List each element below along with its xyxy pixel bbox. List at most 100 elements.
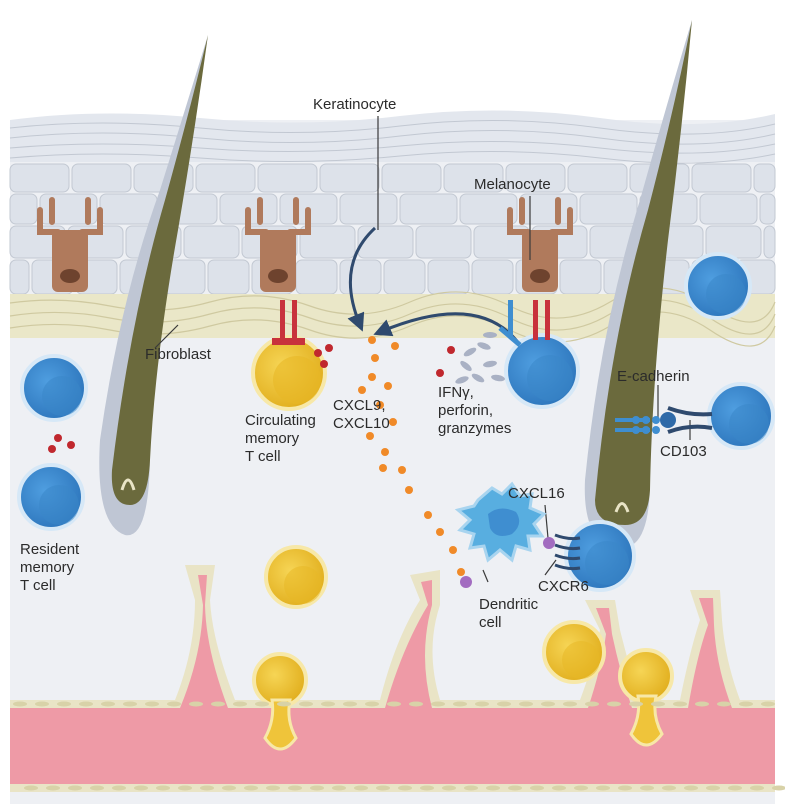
keratinocyte-cell	[257, 163, 318, 193]
endothelial-cell	[24, 785, 38, 791]
endothelial-cell	[618, 785, 632, 791]
endothelial-cell	[365, 701, 379, 707]
endothelial-cell	[431, 701, 445, 707]
keratinocyte-cell	[295, 259, 338, 295]
endothelial-cell	[706, 785, 720, 791]
label-cxcr6: CXCR6	[538, 578, 589, 595]
endothelial-cell	[211, 701, 225, 707]
endothelial-cell	[277, 701, 291, 707]
chemokine-dot	[449, 546, 457, 554]
endothelial-cell	[233, 701, 247, 707]
cytotoxic-granule	[455, 376, 469, 384]
keratinocyte-cell	[763, 225, 776, 259]
chemokine-dot	[381, 448, 389, 456]
endothelial-cell	[519, 701, 533, 707]
endothelial-cell	[640, 785, 654, 791]
endothelial-cell	[156, 785, 170, 791]
keratinocyte-cell	[99, 193, 158, 225]
cytotoxic-granule	[483, 332, 497, 338]
endothelial-cell	[530, 785, 544, 791]
label-melanocyte: Melanocyte	[474, 176, 551, 193]
endothelial-cell	[673, 701, 687, 707]
endothelial-cell	[90, 785, 104, 791]
keratinocyte-cell	[9, 259, 30, 295]
cytokine-dot	[67, 441, 75, 449]
extravasating-cell-right	[618, 648, 674, 747]
endothelial-cell	[167, 701, 181, 707]
label-e-cadherin: E-cadherin	[617, 368, 690, 385]
keratinocyte-cell	[207, 259, 250, 295]
label-leader-lines	[154, 116, 691, 583]
chemokine-dot	[366, 432, 374, 440]
endothelial-cell	[574, 785, 588, 791]
label-circulating-memory-t-cell: Circulating memory T cell	[245, 412, 316, 465]
label-dendritic-cell: Dendritic cell	[479, 596, 539, 631]
keratinocyte-cell	[505, 163, 566, 193]
blood-vessel	[10, 565, 775, 792]
endothelial-cell	[728, 785, 742, 791]
cytokine-dot	[48, 445, 56, 453]
endothelial-cell	[629, 701, 643, 707]
endothelial-cell	[453, 701, 467, 707]
chemokine-dot	[405, 486, 413, 494]
hair-follicle-right	[584, 20, 692, 549]
keratinocyte-cell	[559, 259, 602, 295]
endothelial-cell	[772, 785, 785, 791]
keratinocyte-cell	[459, 193, 518, 225]
chemokine-dot	[391, 342, 399, 350]
endothelial-cell	[409, 701, 423, 707]
endothelial-cell	[508, 785, 522, 791]
cell-nucleus	[706, 274, 746, 314]
endothelial-cell	[354, 785, 368, 791]
chemokine-dot	[457, 568, 465, 576]
endothelial-cell	[541, 701, 555, 707]
endothelial-cell	[750, 785, 764, 791]
keratinocyte-cell	[9, 193, 38, 225]
endothelial-cell	[651, 701, 665, 707]
cytokine-dot	[436, 369, 444, 377]
endothelial-cell	[189, 701, 203, 707]
keratinocyte-cell	[299, 225, 356, 259]
endothelial-cell	[46, 785, 60, 791]
keratinocyte-cell	[381, 163, 442, 193]
endothelial-cell	[68, 785, 82, 791]
endothelial-cell	[442, 785, 456, 791]
keratinocyte-cell	[383, 259, 426, 295]
label-cxcl9-cxcl10: CXCL9, CXCL10	[333, 397, 390, 432]
endothelial-cell	[486, 785, 500, 791]
endothelial-cell	[695, 701, 709, 707]
soluble-mediators	[13, 332, 785, 791]
chemokine-dot	[368, 336, 376, 344]
cytotoxic-granule	[483, 360, 497, 368]
keratinocyte-cell	[399, 193, 458, 225]
keratinocyte-cell	[339, 193, 398, 225]
endothelial-cell	[79, 701, 93, 707]
endothelial-cell	[420, 785, 434, 791]
keratinocyte-cell	[415, 225, 472, 259]
label-fibroblast: Fibroblast	[145, 346, 211, 363]
cd103-t-cell	[615, 382, 775, 450]
endothelial-cell	[475, 701, 489, 707]
endothelial-cell	[112, 785, 126, 791]
chemokine-dot	[376, 401, 384, 409]
cxcr6-t-cell	[554, 520, 636, 592]
endothelial-cell	[387, 701, 401, 707]
endothelial-cell	[222, 785, 236, 791]
endothelial-cell	[332, 785, 346, 791]
cytotoxic-granule	[491, 374, 505, 382]
endothelial-cell	[13, 701, 27, 707]
endothelial-cell	[288, 785, 302, 791]
cytotoxic-granule	[463, 347, 477, 357]
endothelial-cell	[35, 701, 49, 707]
label-resident-memory-t-cell: Resident memory T cell	[20, 541, 80, 594]
keratinocyte-cell	[71, 163, 132, 193]
keratinocyte-cell	[183, 225, 240, 259]
endothelial-cell	[552, 785, 566, 791]
endothelial-cell	[123, 701, 137, 707]
endothelial-cell	[607, 701, 621, 707]
cytotoxic-granule	[477, 342, 491, 350]
cytokine-dot	[447, 346, 455, 354]
keratinocyte-cell	[9, 163, 70, 193]
